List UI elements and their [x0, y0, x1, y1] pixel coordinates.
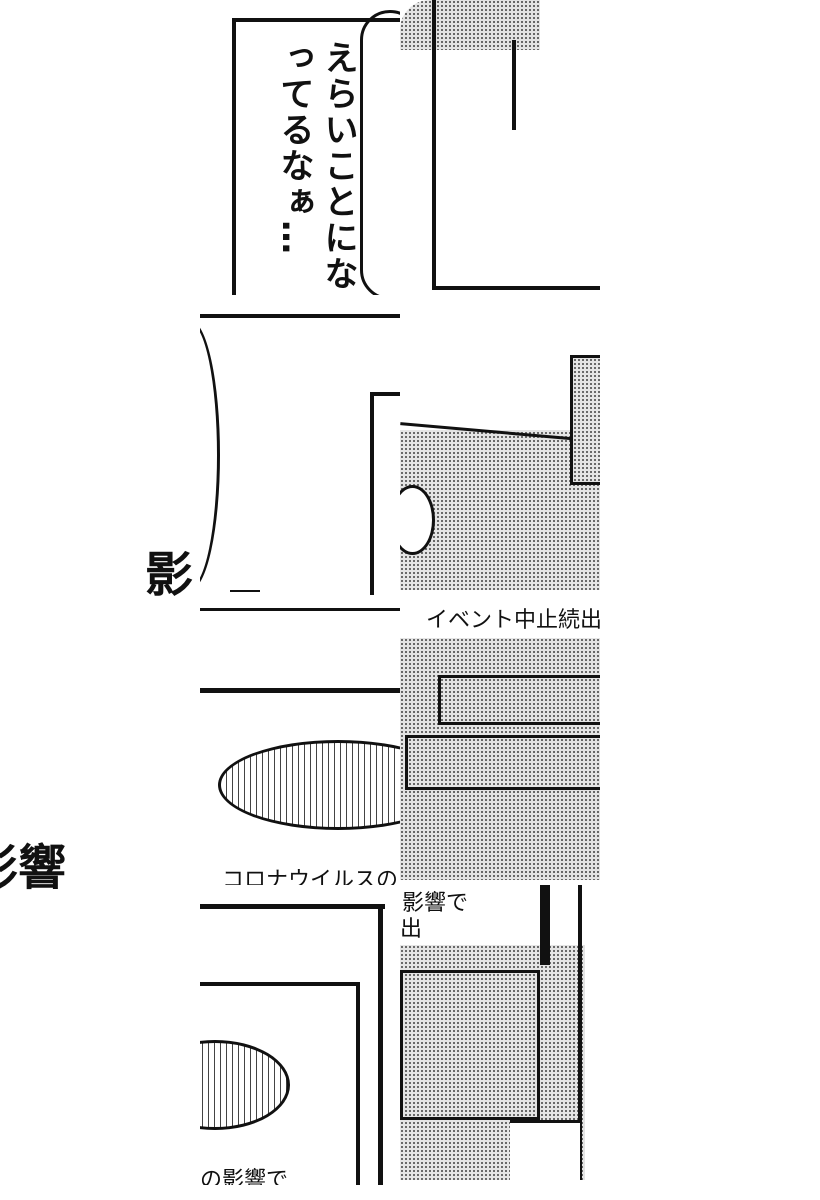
panel-top-border	[200, 904, 385, 909]
panel-speech-bubble: えらいことになってるなぁ…	[200, 0, 400, 295]
panel-top-border	[200, 314, 400, 318]
panel-top-border	[200, 608, 400, 611]
shelf-unit	[570, 355, 600, 485]
tv-caption-5: の影響で	[200, 1168, 289, 1185]
shelf-unit	[400, 970, 540, 1120]
tv-stand-leg	[540, 885, 550, 965]
panel-shelf: 影響で 出	[400, 885, 585, 1180]
panel-frame	[370, 392, 400, 595]
panel-frame	[432, 0, 600, 290]
speech-text: えらいことになってるなぁ…	[274, 40, 358, 292]
panel-room	[400, 0, 600, 295]
floor	[510, 1120, 580, 1180]
dome-icon	[218, 740, 400, 830]
shadow-area	[400, 0, 540, 50]
bubble-outline	[360, 10, 400, 295]
tv-caption-4: 出	[400, 917, 423, 942]
round-object	[400, 485, 435, 555]
tv-caption-3: 影響で	[402, 891, 469, 916]
side-text-fragment-2: 影響	[0, 840, 67, 896]
caption-area	[400, 885, 585, 945]
panel-tv-shelf	[400, 295, 600, 590]
tv-caption-1: イベント中止続出	[426, 608, 600, 633]
panel-border	[200, 688, 400, 693]
window-frame	[512, 40, 516, 130]
panel-right-border	[378, 904, 383, 1185]
side-text-fragment-1: 影	[145, 547, 194, 603]
caption-area	[400, 590, 600, 638]
panel-right-border	[578, 885, 582, 1180]
bubble-outline	[200, 320, 220, 590]
panel-vcr: イベント中止続出	[400, 590, 600, 880]
vcr-deck-1	[438, 675, 600, 725]
underline	[230, 590, 260, 592]
panel-dome: コロナウイルスの	[200, 600, 400, 885]
wall	[400, 295, 600, 430]
tv-frame	[200, 982, 360, 1185]
panel-frame	[232, 18, 400, 295]
panel-dome-2: の影響で	[200, 890, 385, 1185]
panel-bubble-edge	[200, 300, 400, 595]
tv-caption-2: コロナウイルスの	[222, 868, 399, 885]
vcr-deck-2	[405, 735, 600, 790]
